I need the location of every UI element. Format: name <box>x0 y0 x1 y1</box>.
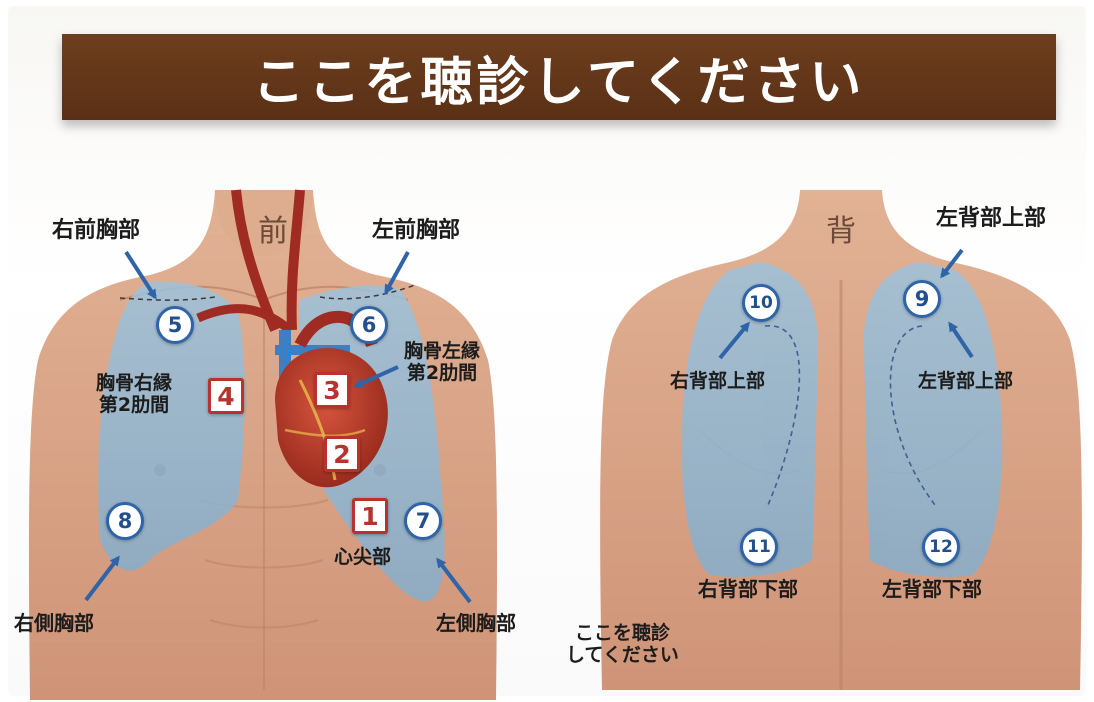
label-right-lower-back: 右背部下部 <box>698 578 798 602</box>
lung-point-9: 9 <box>903 280 941 318</box>
label-left-lower-back: 左背部下部 <box>882 578 982 602</box>
heart-point-4: 4 <box>208 378 244 414</box>
lung-point-7: 7 <box>404 502 442 540</box>
back-view-label: 背 <box>826 206 856 250</box>
lung-point-5: 5 <box>156 306 194 344</box>
label-left-upper-back: 左背部上部 <box>918 370 1013 392</box>
back-torso <box>600 190 1082 690</box>
label-left-sternal-border: 胸骨左縁 第2肋間 <box>404 340 480 385</box>
label-apex: 心尖部 <box>334 546 391 568</box>
footnote: ここを聴診 してください <box>566 622 679 667</box>
label-left-sternal-line2: 第2肋間 <box>404 362 480 384</box>
footnote-line2: してください <box>566 644 679 666</box>
label-right-lateral-chest: 右側胸部 <box>14 612 94 636</box>
lung-point-6: 6 <box>350 306 388 344</box>
lung-point-8: 8 <box>106 502 144 540</box>
label-left-anterior-chest: 左前胸部 <box>372 218 460 244</box>
label-left-upper-back-top: 左背部上部 <box>936 206 1046 232</box>
lung-point-12: 12 <box>922 528 960 566</box>
label-right-upper-back: 右背部上部 <box>670 370 765 392</box>
front-view-label: 前 <box>258 206 288 250</box>
label-right-sternal-border: 胸骨右縁 第2肋間 <box>96 372 172 417</box>
label-left-lateral-chest: 左側胸部 <box>436 612 516 636</box>
heart-point-3: 3 <box>314 372 350 408</box>
label-right-sternal-line2: 第2肋間 <box>96 394 172 416</box>
label-right-sternal-line1: 胸骨右縁 <box>96 372 172 394</box>
heart-point-1: 1 <box>352 498 388 534</box>
label-left-sternal-line1: 胸骨左縁 <box>404 340 480 362</box>
lung-point-10: 10 <box>742 284 780 322</box>
footnote-line1: ここを聴診 <box>566 622 679 644</box>
heart-point-2: 2 <box>324 436 360 472</box>
lung-point-11: 11 <box>740 528 778 566</box>
label-right-anterior-chest: 右前胸部 <box>52 218 140 244</box>
